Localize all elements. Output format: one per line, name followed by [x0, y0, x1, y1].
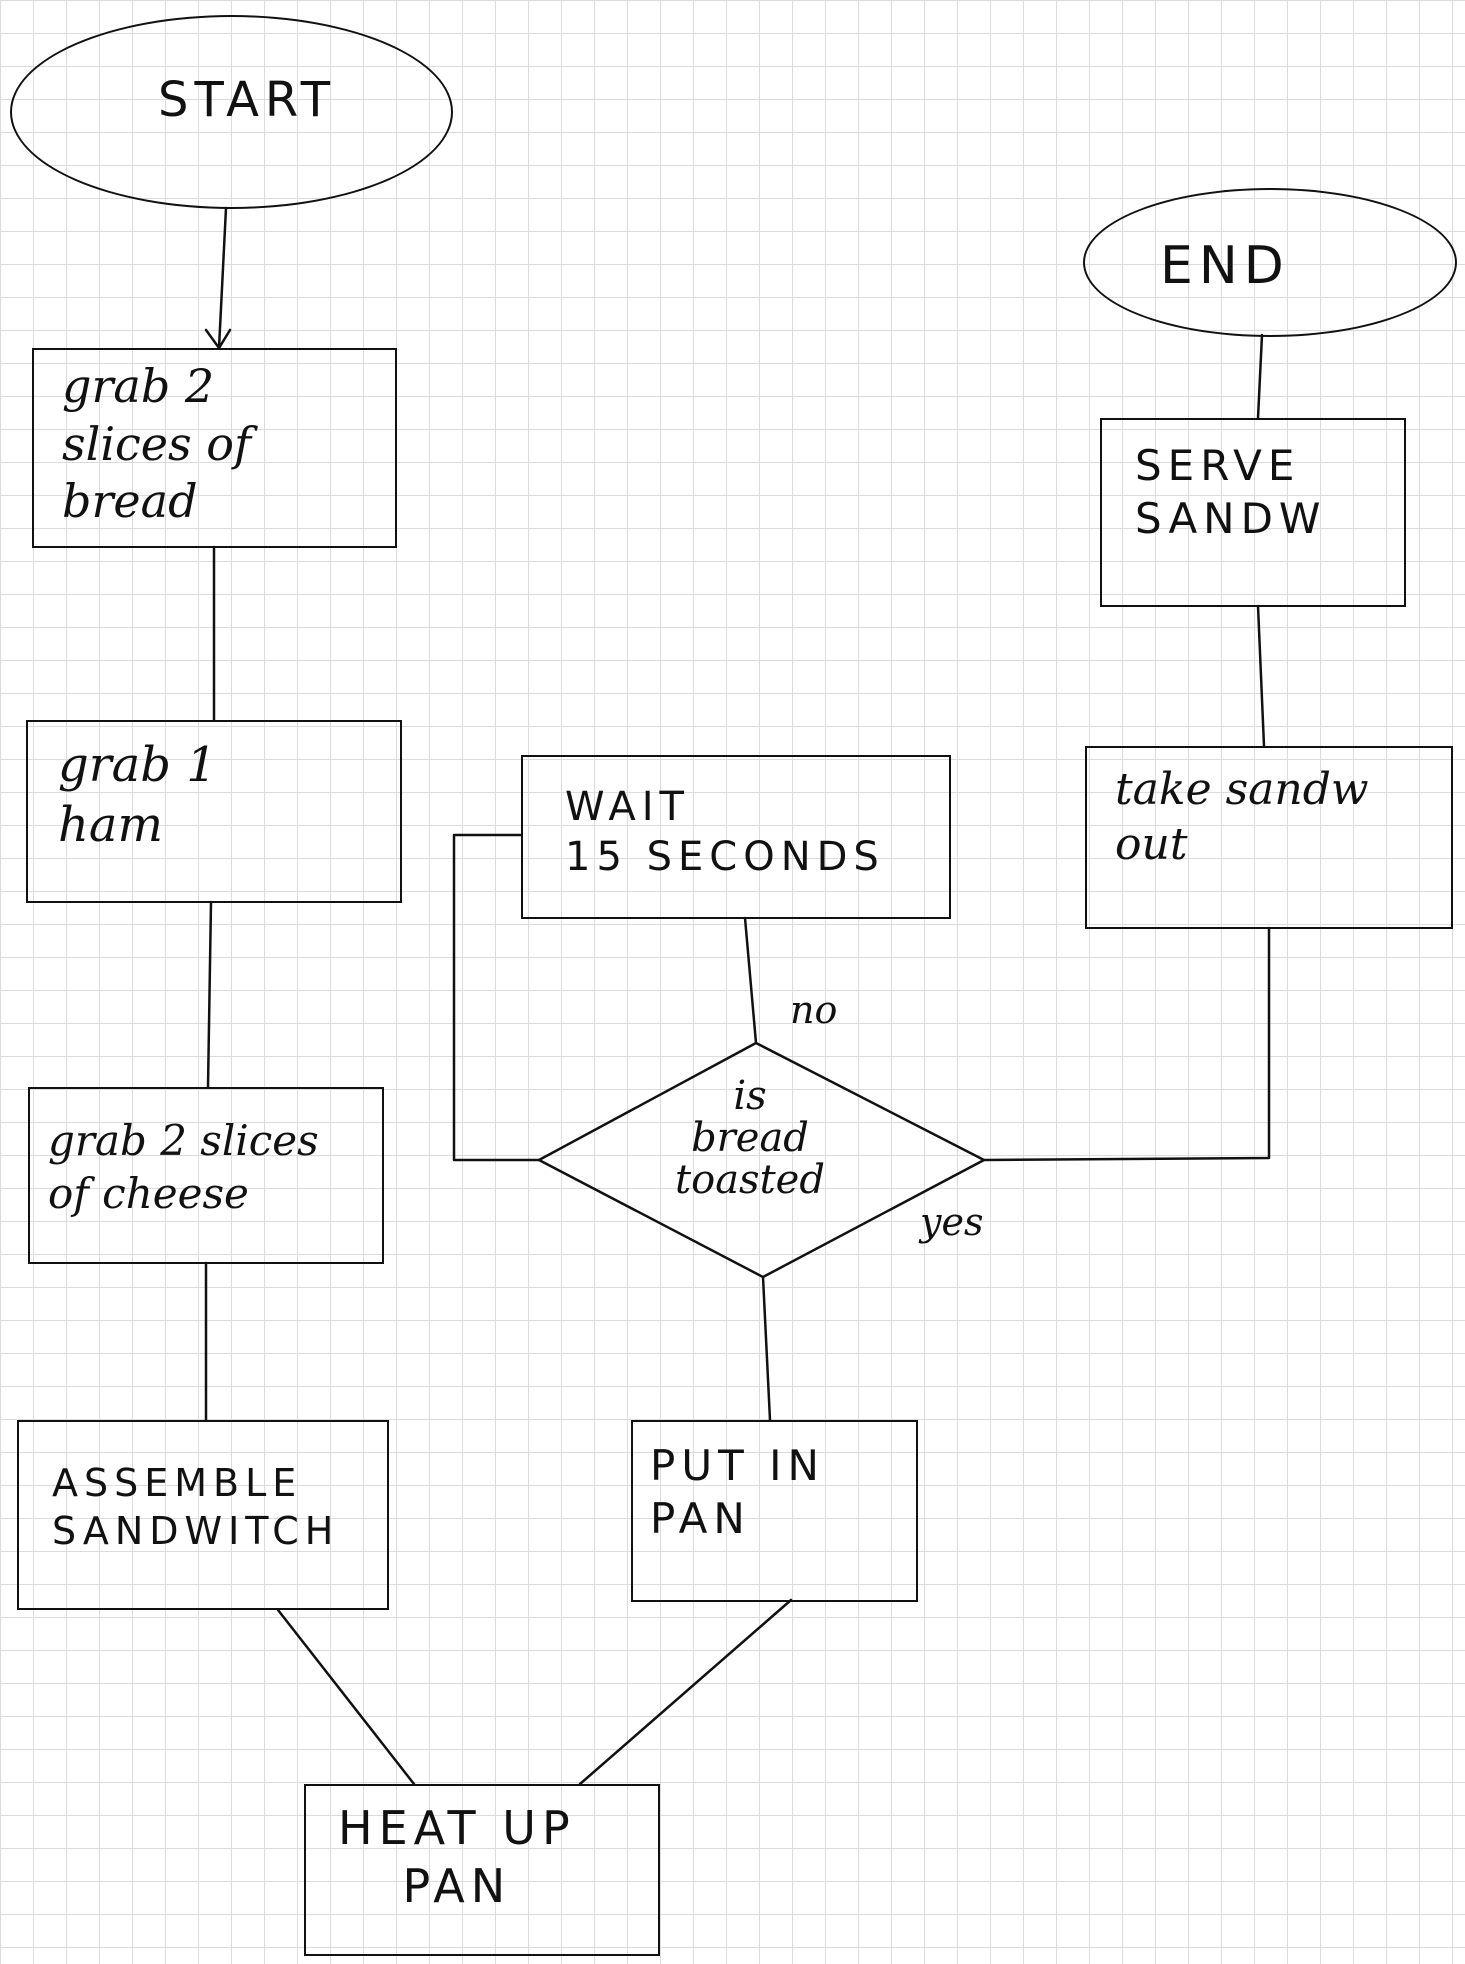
grab-bread-label: grab 2 slices of bread — [62, 359, 251, 528]
edge-assemble-to-heat-pan — [276, 1608, 416, 1786]
heat-pan-box — [304, 1784, 660, 1956]
grab-bread-box — [32, 348, 397, 548]
take-out-box — [1085, 746, 1453, 929]
edge-decision-to-take-out — [982, 926, 1271, 1162]
edge-decision-to-wait — [743, 916, 758, 1045]
decision-label: is bread toasted — [675, 1073, 825, 1203]
grab-cheese-box — [28, 1087, 384, 1264]
put-in-pan-label: PUT IN PAN — [650, 1441, 825, 1543]
edge-put-in-pan-to-decision — [761, 1275, 772, 1422]
take-out-label: take sandw out — [1115, 764, 1369, 870]
grab-cheese-label: grab 2 slices of cheese — [48, 1116, 319, 1218]
end-node — [1083, 188, 1457, 337]
grab-ham-box — [26, 720, 402, 903]
grab-ham-label: grab 1 ham — [58, 737, 217, 853]
arrowhead-grab-bread — [204, 328, 232, 350]
end-label: END — [1160, 236, 1290, 296]
edge-grab-ham-to-grab-cheese — [206, 900, 213, 1089]
no-label: no — [790, 988, 838, 1032]
yes-label: yes — [920, 1200, 984, 1244]
put-in-pan-box — [631, 1420, 918, 1602]
assemble-box — [17, 1420, 389, 1610]
start-node — [10, 15, 453, 209]
serve-box — [1100, 418, 1406, 607]
wait-box — [521, 755, 951, 919]
assemble-label: ASSEMBLE SANDWITCH — [52, 1461, 340, 1553]
start-label: START — [158, 72, 337, 128]
wait-label: WAIT 15 SECONDS — [565, 784, 885, 880]
edge-start-to-grab-bread — [217, 206, 228, 350]
edge-heat-pan-to-put-in-pan — [578, 1598, 793, 1786]
edge-take-out-to-serve — [1256, 604, 1266, 748]
edge-wait-loop-back — [452, 833, 541, 1162]
heat-pan-label: HEAT UP PAN — [338, 1801, 576, 1913]
serve-label: SERVE SANDW — [1135, 441, 1327, 543]
edge-serve-to-end — [1256, 333, 1264, 420]
decision-diamond — [537, 1041, 986, 1279]
